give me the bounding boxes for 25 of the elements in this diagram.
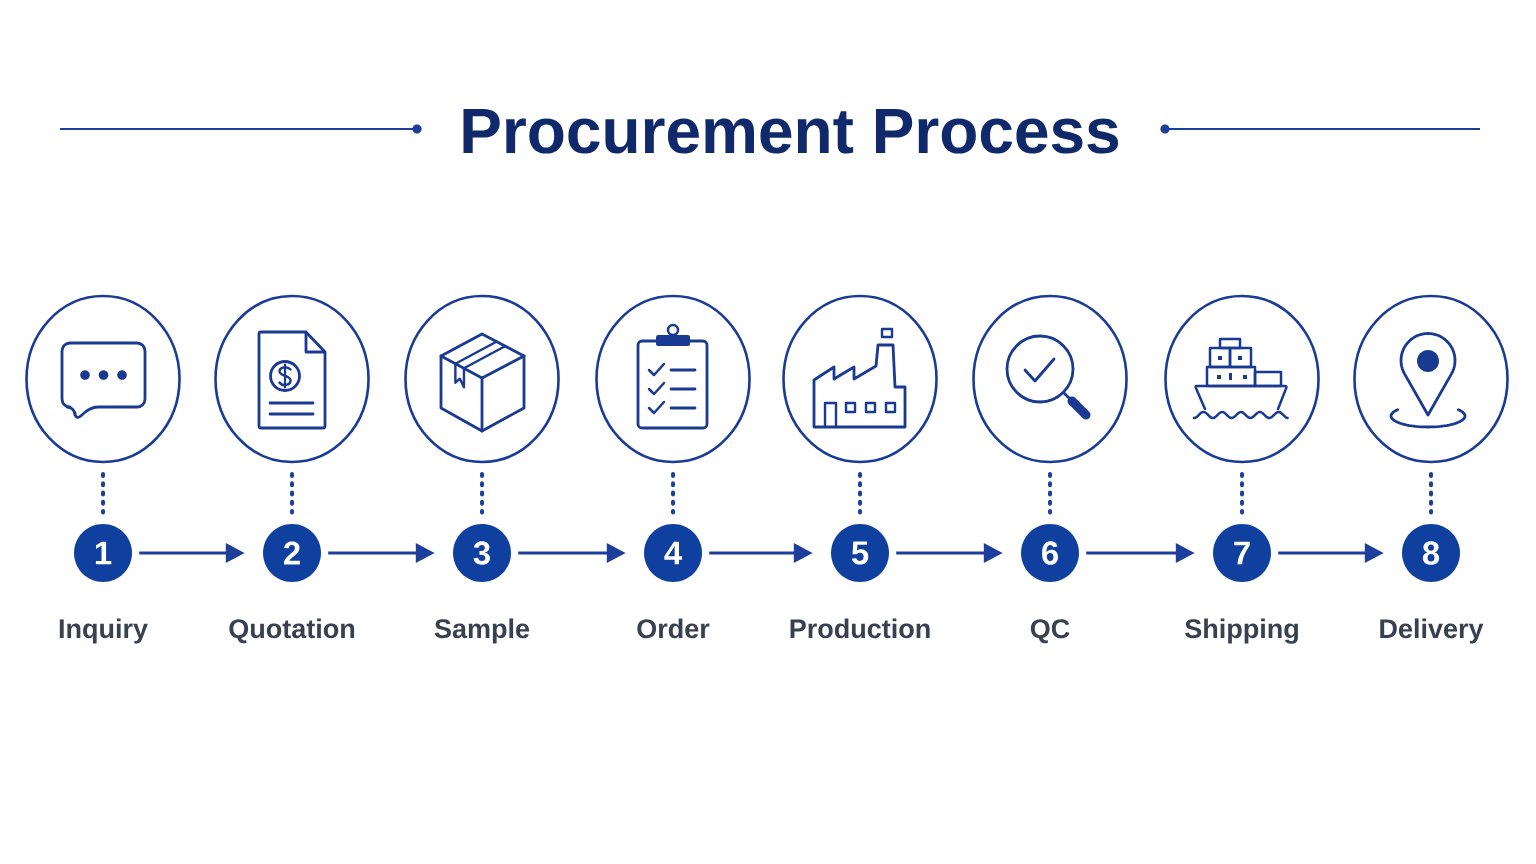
step-label: Production bbox=[790, 618, 930, 639]
dotted-line bbox=[101, 472, 105, 515]
step-label: QC bbox=[1030, 619, 1070, 644]
icon-circle bbox=[214, 294, 370, 464]
step-label: Quotation bbox=[229, 618, 355, 644]
title: Procurement Process bbox=[463, 108, 1119, 154]
step-label: Shipping bbox=[1185, 618, 1298, 644]
step-label: Inquiry bbox=[59, 618, 148, 644]
icon-circle bbox=[595, 294, 751, 464]
dotted-line bbox=[1429, 472, 1433, 515]
dotted-line bbox=[858, 472, 862, 515]
step-label: Order bbox=[637, 618, 710, 639]
dotted-line bbox=[1240, 472, 1244, 515]
icon-circle bbox=[1353, 294, 1509, 464]
icon-circle bbox=[1164, 294, 1320, 464]
step-label: Delivery bbox=[1380, 618, 1484, 644]
dotted-line bbox=[1048, 472, 1052, 515]
icon-circle bbox=[972, 294, 1128, 464]
step-label: Sample bbox=[434, 618, 530, 644]
icon-circle bbox=[25, 294, 181, 464]
dotted-line bbox=[480, 472, 484, 515]
icon-circle bbox=[782, 294, 938, 464]
dotted-line bbox=[671, 472, 675, 515]
dotted-line bbox=[290, 472, 294, 515]
icon-circle bbox=[404, 294, 560, 464]
